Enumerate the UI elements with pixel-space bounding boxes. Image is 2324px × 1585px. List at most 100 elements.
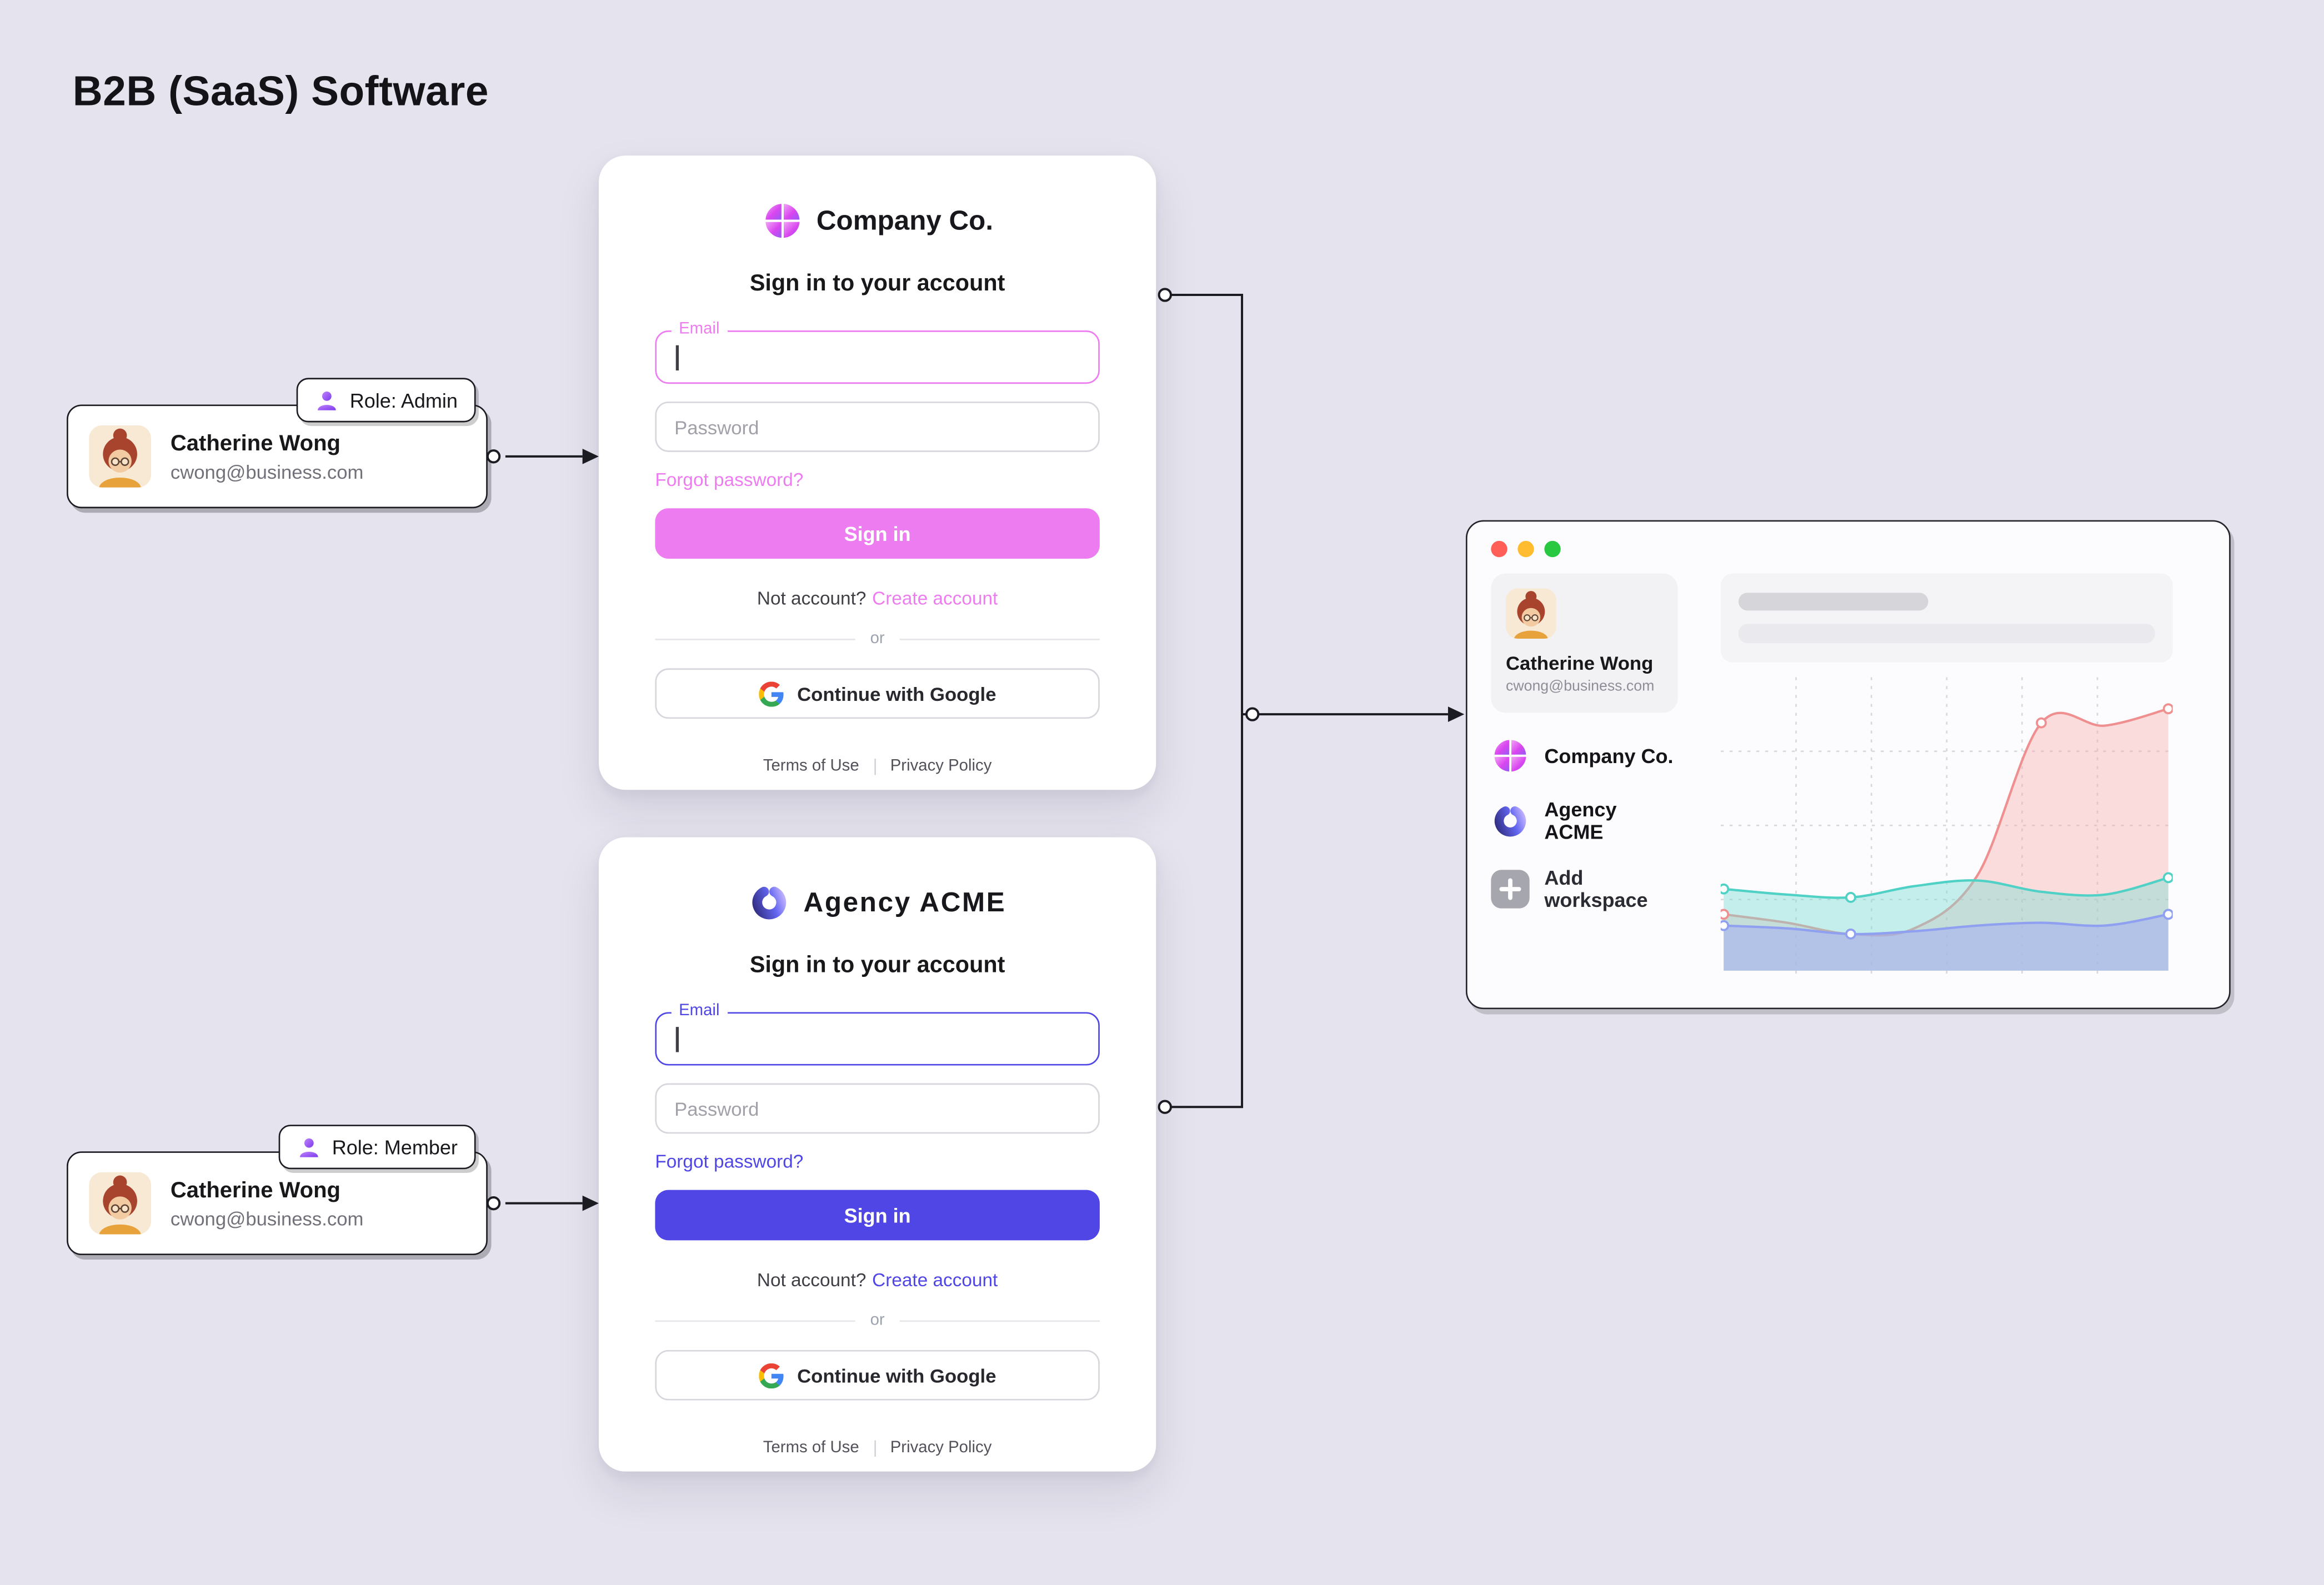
content-placeholder	[1720, 573, 2173, 663]
email-input[interactable]	[657, 1014, 1099, 1064]
role-badge-label: Role: Member	[332, 1136, 458, 1158]
user-avatar	[1506, 588, 1556, 639]
user-email: cwong@business.com	[170, 460, 364, 483]
forgot-password-link[interactable]: Forgot password?	[655, 469, 804, 491]
sign-in-button[interactable]: Sign in	[655, 1190, 1100, 1241]
no-account-row: Not account?Create account	[655, 588, 1099, 609]
user-avatar	[89, 1172, 151, 1235]
text-cursor	[675, 1027, 678, 1052]
workspace-label: Agency ACME	[1544, 799, 1617, 844]
privacy-link[interactable]: Privacy Policy	[890, 757, 992, 775]
or-divider: or	[655, 630, 1100, 648]
workspace-sidebar: Catherine Wong cwong@business.com Compan…	[1491, 573, 1678, 974]
create-account-link[interactable]: Create account	[872, 1270, 998, 1291]
user-role-icon	[314, 388, 339, 413]
password-input[interactable]	[657, 1085, 1099, 1132]
analytics-chart	[1720, 677, 2173, 974]
legal-footer: Terms of Use Privacy Policy	[655, 1439, 1099, 1457]
company-logo-icon	[1491, 736, 1529, 775]
password-field[interactable]	[655, 402, 1100, 452]
signin-card-agency: Agency ACME Sign in to your account Emai…	[598, 837, 1156, 1472]
zoom-window-button[interactable]	[1544, 540, 1561, 558]
email-label: Email	[671, 320, 727, 338]
google-button-label: Continue with Google	[797, 682, 996, 705]
forgot-password-link[interactable]: Forgot password?	[655, 1151, 804, 1172]
signin-heading: Sign in to your account	[749, 271, 1005, 297]
terms-link[interactable]: Terms of Use	[763, 1438, 859, 1457]
or-divider: or	[655, 1311, 1100, 1330]
user-email: cwong@business.com	[170, 1207, 364, 1230]
connector-company-out	[1170, 293, 1247, 716]
terms-link[interactable]: Terms of Use	[763, 757, 859, 775]
sidebar-item-company[interactable]: Company Co.	[1491, 736, 1677, 775]
email-field[interactable]: Email	[655, 320, 1100, 384]
sign-in-button[interactable]: Sign in	[655, 508, 1100, 559]
email-input[interactable]	[657, 332, 1099, 383]
google-icon	[759, 1363, 784, 1388]
email-label: Email	[671, 1001, 727, 1020]
arrowhead	[582, 1195, 599, 1211]
password-field[interactable]	[655, 1083, 1100, 1134]
arrowhead	[1448, 706, 1465, 722]
port	[1245, 707, 1260, 721]
role-badge-label: Role: Admin	[349, 389, 458, 412]
google-icon	[759, 681, 784, 706]
connector-agency-out	[1170, 714, 1244, 1109]
footer-divider	[874, 1439, 876, 1456]
port	[486, 1196, 501, 1211]
port	[486, 449, 501, 464]
user-name: Catherine Wong	[170, 1177, 341, 1203]
workspace-content	[1720, 573, 2173, 974]
create-account-link[interactable]: Create account	[872, 588, 998, 609]
user-role-icon	[297, 1135, 322, 1160]
workspace-window: Catherine Wong cwong@business.com Compan…	[1465, 520, 2231, 1010]
divider-line	[899, 1320, 1100, 1321]
role-badge-member: Role: Member	[278, 1125, 475, 1170]
port	[1158, 288, 1172, 302]
role-badge-admin: Role: Admin	[296, 378, 475, 423]
add-workspace-label: Add workspace	[1544, 866, 1648, 912]
skeleton-bar	[1738, 624, 2155, 644]
plus-icon	[1491, 870, 1530, 909]
no-account-row: Not account?Create account	[655, 1270, 1099, 1291]
email-field[interactable]: Email	[655, 1001, 1100, 1066]
password-input[interactable]	[657, 403, 1099, 451]
brand: Agency ACME	[655, 882, 1099, 924]
agency-logo-icon	[749, 882, 790, 924]
privacy-link[interactable]: Privacy Policy	[890, 1438, 992, 1457]
page-title: B2B (SaaS) Software	[72, 68, 489, 114]
window-controls	[1491, 540, 2205, 558]
arrowhead	[582, 448, 599, 464]
company-logo-icon	[762, 200, 803, 242]
sidebar-user-card: Catherine Wong cwong@business.com	[1491, 573, 1678, 713]
brand-name: Company Co.	[816, 204, 994, 236]
divider-label: or	[870, 1311, 885, 1330]
area-chart	[1720, 677, 2173, 974]
divider-line	[899, 638, 1100, 640]
google-signin-button[interactable]: Continue with Google	[655, 1350, 1100, 1401]
brand-name: Agency ACME	[803, 886, 1006, 917]
user-avatar	[89, 425, 151, 488]
sidebar-item-agency[interactable]: Agency ACME	[1491, 799, 1677, 843]
footer-divider	[874, 758, 876, 775]
divider-label: or	[870, 630, 885, 648]
divider-line	[655, 638, 855, 640]
brand: Company Co.	[655, 200, 1099, 242]
close-window-button[interactable]	[1491, 540, 1507, 558]
user-name: Catherine Wong	[170, 430, 341, 456]
add-workspace-button[interactable]: Add workspace	[1491, 867, 1677, 911]
google-button-label: Continue with Google	[797, 1364, 996, 1387]
google-signin-button[interactable]: Continue with Google	[655, 668, 1100, 719]
user-name: Catherine Wong	[1505, 652, 1654, 675]
signin-card-company: Company Co. Sign in to your account Emai…	[598, 156, 1156, 790]
port	[1158, 1100, 1172, 1114]
workspace-label: Company Co.	[1544, 744, 1674, 767]
no-account-text: Not account?	[757, 588, 867, 609]
signin-heading: Sign in to your account	[749, 952, 1005, 979]
user-email: cwong@business.com	[1505, 679, 1655, 695]
agency-logo-icon	[1491, 802, 1529, 840]
minimize-window-button[interactable]	[1517, 540, 1534, 558]
skeleton-bar	[1738, 593, 1929, 611]
no-account-text: Not account?	[757, 1270, 867, 1291]
